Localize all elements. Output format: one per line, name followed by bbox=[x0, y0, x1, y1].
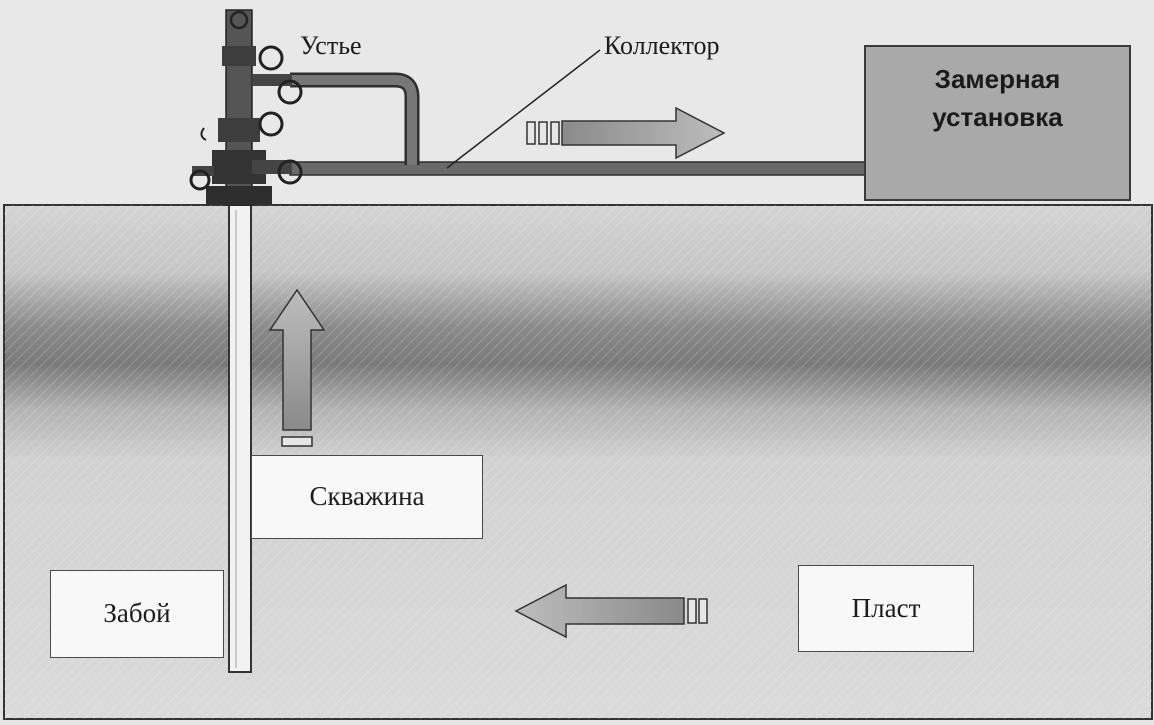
unit-label-line2: установка bbox=[932, 101, 1063, 132]
collector-label: Коллектор bbox=[604, 31, 720, 60]
layer-label: Пласт bbox=[798, 565, 974, 652]
bottom-label: Забой bbox=[50, 570, 224, 658]
unit-label-line1: Замерная bbox=[934, 64, 1061, 94]
wellhead-valve-icon bbox=[189, 9, 303, 206]
flow-arrow-up bbox=[268, 288, 326, 447]
well-bore bbox=[228, 204, 252, 673]
flow-arrow-left bbox=[514, 583, 708, 639]
collector-leader-line bbox=[446, 49, 601, 169]
measuring-unit: Замерная установка bbox=[864, 45, 1131, 201]
well-label: Скважина bbox=[251, 455, 483, 539]
flow-arrow-right bbox=[526, 106, 726, 160]
wellhead-label: Устье bbox=[300, 31, 362, 60]
